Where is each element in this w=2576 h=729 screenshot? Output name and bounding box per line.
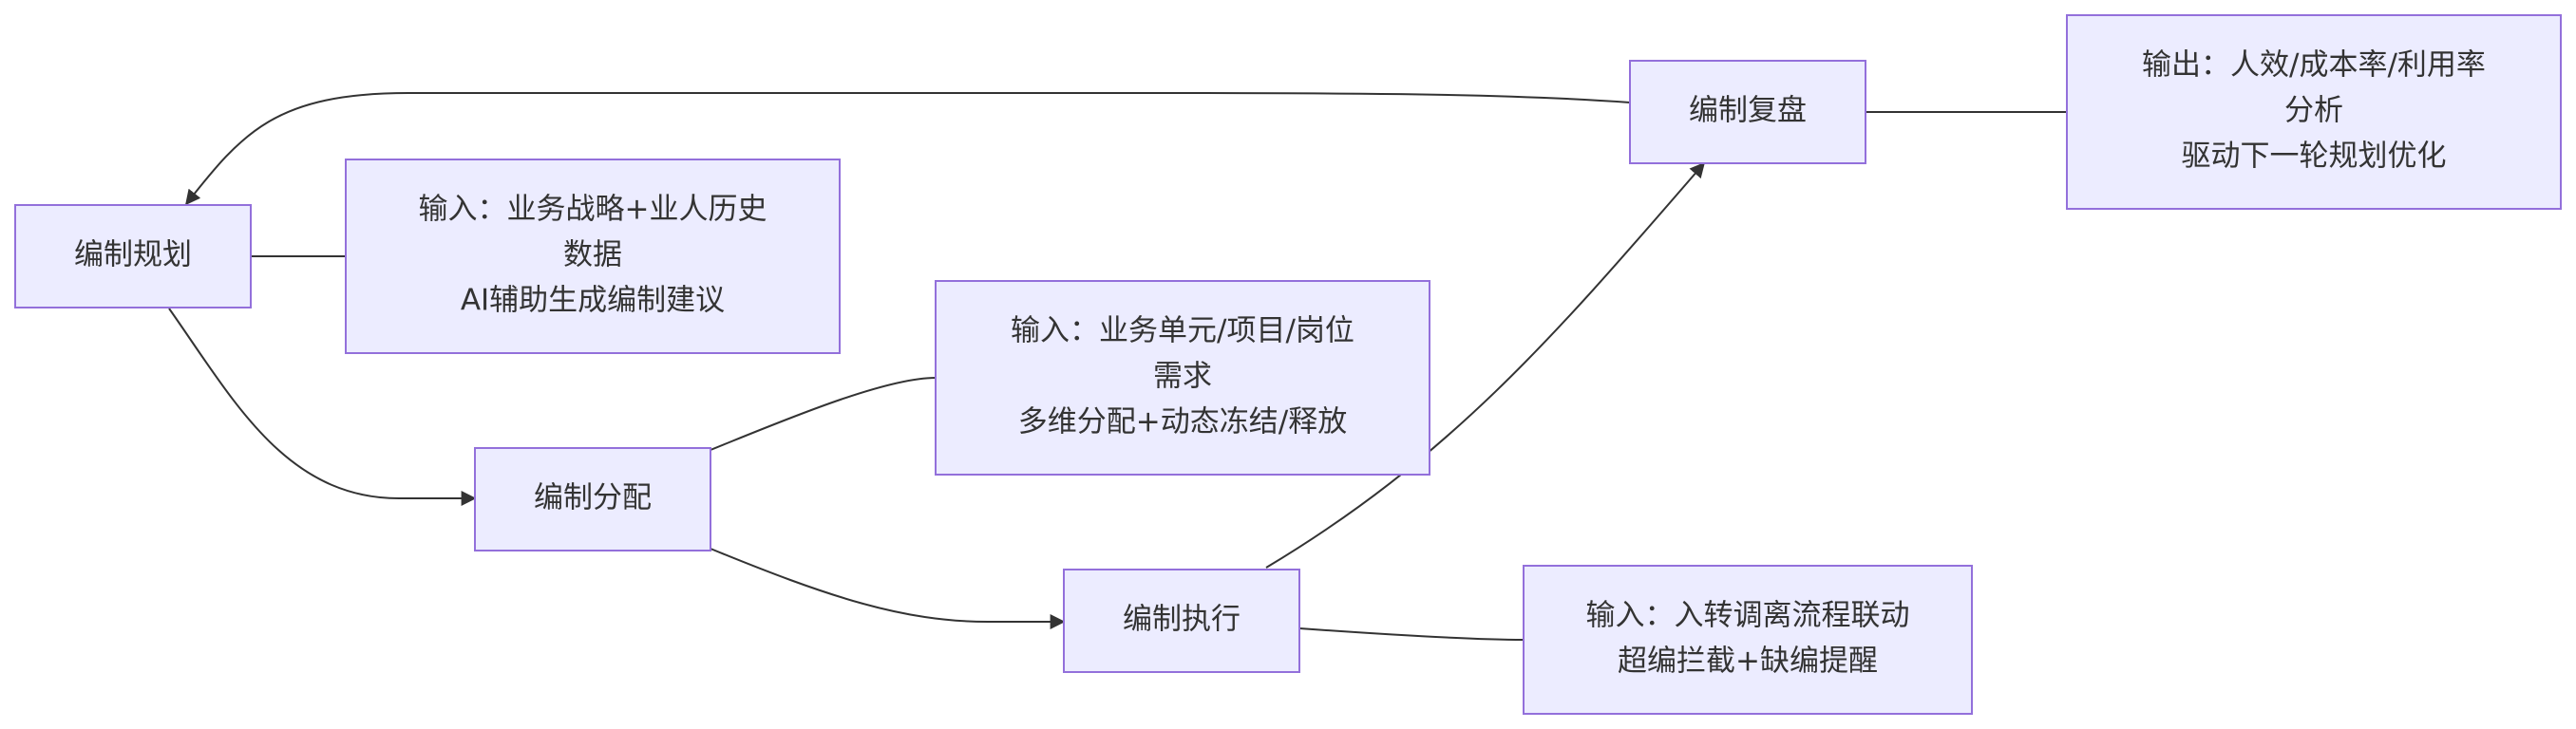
review-note-line-2: 分析 — [2284, 94, 2343, 128]
edges — [168, 92, 2067, 641]
plan-note-line-1: 输入：业务战略+业人历史 — [419, 193, 767, 227]
node-allocate[interactable]: 编制分配 — [474, 447, 711, 551]
node-plan-label: 编制规划 — [74, 238, 192, 272]
plan-note-line-3: AI辅助生成编制建议 — [461, 284, 725, 318]
allocate-note-line-3: 多维分配+动态冻结/释放 — [1018, 405, 1347, 439]
node-execute-note[interactable]: 输入：入转调离流程联动 超编拦截+缺编提醒 — [1523, 565, 1973, 715]
edge-allocate-to-execute — [710, 548, 1066, 629]
allocate-note-line-2: 需求 — [1153, 360, 1212, 394]
edge-review-to-plan — [185, 92, 1631, 206]
edge-execute-note — [1298, 627, 1525, 641]
plan-note-line-2: 数据 — [563, 238, 622, 272]
execute-note-line-1: 输入：入转调离流程联动 — [1586, 599, 1910, 633]
node-plan[interactable]: 编制规划 — [14, 204, 252, 308]
node-plan-note[interactable]: 输入：业务战略+业人历史 数据 AI辅助生成编制建议 — [345, 159, 841, 354]
node-review-note[interactable]: 输出：人效/成本率/利用率 分析 驱动下一轮规划优化 — [2066, 14, 2562, 210]
edge-plan-to-allocate — [168, 308, 477, 506]
node-execute-label: 编制执行 — [1123, 603, 1241, 637]
edge-execute-to-review — [1265, 161, 1706, 569]
allocate-note-line-1: 输入：业务单元/项目/岗位 — [1011, 314, 1354, 348]
node-review-label: 编制复盘 — [1689, 94, 1807, 128]
execute-note-line-2: 超编拦截+缺编提醒 — [1618, 645, 1878, 679]
node-execute[interactable]: 编制执行 — [1063, 569, 1300, 673]
review-note-line-1: 输出：人效/成本率/利用率 — [2142, 48, 2486, 83]
node-allocate-label: 编制分配 — [534, 481, 652, 515]
edge-allocate-note — [710, 377, 937, 451]
node-allocate-note[interactable]: 输入：业务单元/项目/岗位 需求 多维分配+动态冻结/释放 — [935, 280, 1430, 476]
node-review[interactable]: 编制复盘 — [1629, 60, 1866, 164]
review-note-line-3: 驱动下一轮规划优化 — [2182, 140, 2447, 174]
